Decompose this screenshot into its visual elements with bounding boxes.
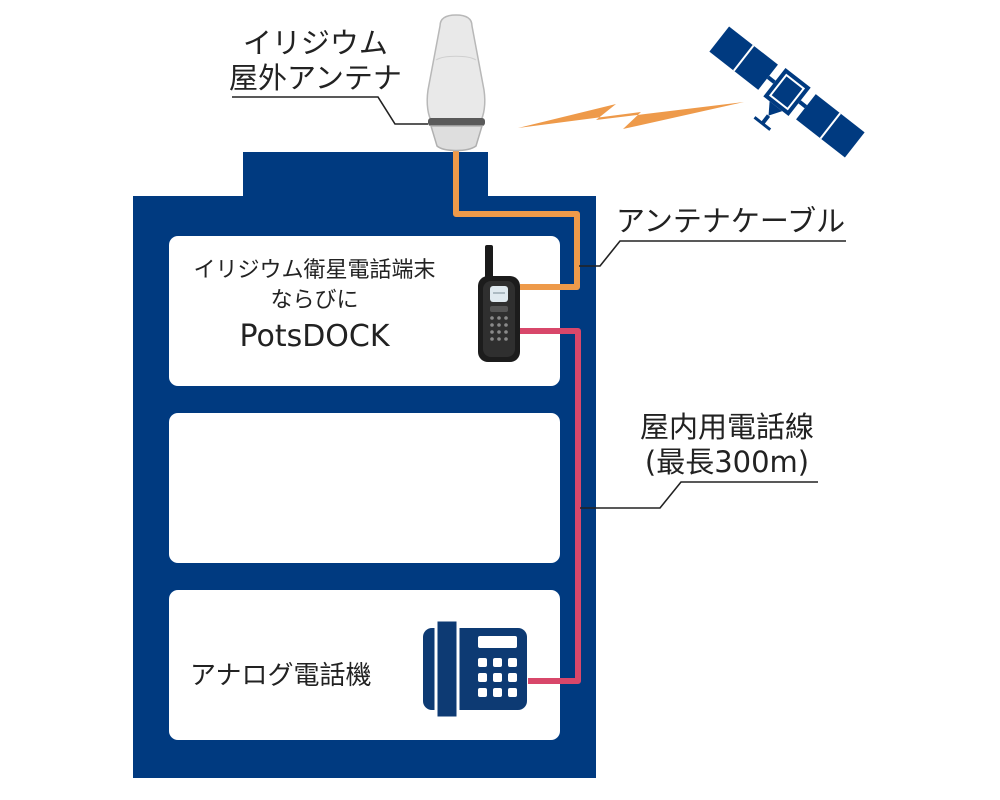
phone-line xyxy=(520,328,581,684)
phone-line-leader xyxy=(580,481,818,509)
antenna-cable-line xyxy=(453,148,580,290)
room-top-label: イリジウム衛星電話端末 ならびに PotsDOCK xyxy=(169,256,460,358)
lightning-signal-icon xyxy=(518,102,744,129)
satellite-phone-icon xyxy=(478,245,520,362)
indoor-line-label-line1: 屋内用電話線 xyxy=(640,410,815,444)
room-top xyxy=(169,236,560,386)
desk-phone-icon xyxy=(423,618,527,720)
indoor-line-label-line2: (最長300m) xyxy=(644,445,810,480)
room-top-line2: ならびに xyxy=(270,287,359,313)
leader-lines xyxy=(232,96,846,509)
cable-leader xyxy=(579,240,846,267)
antenna-cable-label: アンテナケーブル xyxy=(616,204,846,238)
room-bottom-label: アナログ電話機 xyxy=(190,661,372,691)
antenna-label: イリジウム 屋外アンテナ xyxy=(229,26,402,97)
room-top-line1: イリジウム衛星電話端末 xyxy=(193,258,436,283)
indoor-line-label: 屋内用電話線 (最長300m) xyxy=(640,410,814,481)
satellite-icon xyxy=(709,26,865,158)
antenna-dome-icon xyxy=(426,14,486,152)
room-top-line3: PotsDOCK xyxy=(239,319,390,355)
antenna-label-line1: イリジウム xyxy=(242,26,388,60)
antenna-label-line2: 屋外アンテナ xyxy=(229,61,402,96)
antenna-leader xyxy=(232,96,428,125)
room-middle xyxy=(169,413,560,563)
